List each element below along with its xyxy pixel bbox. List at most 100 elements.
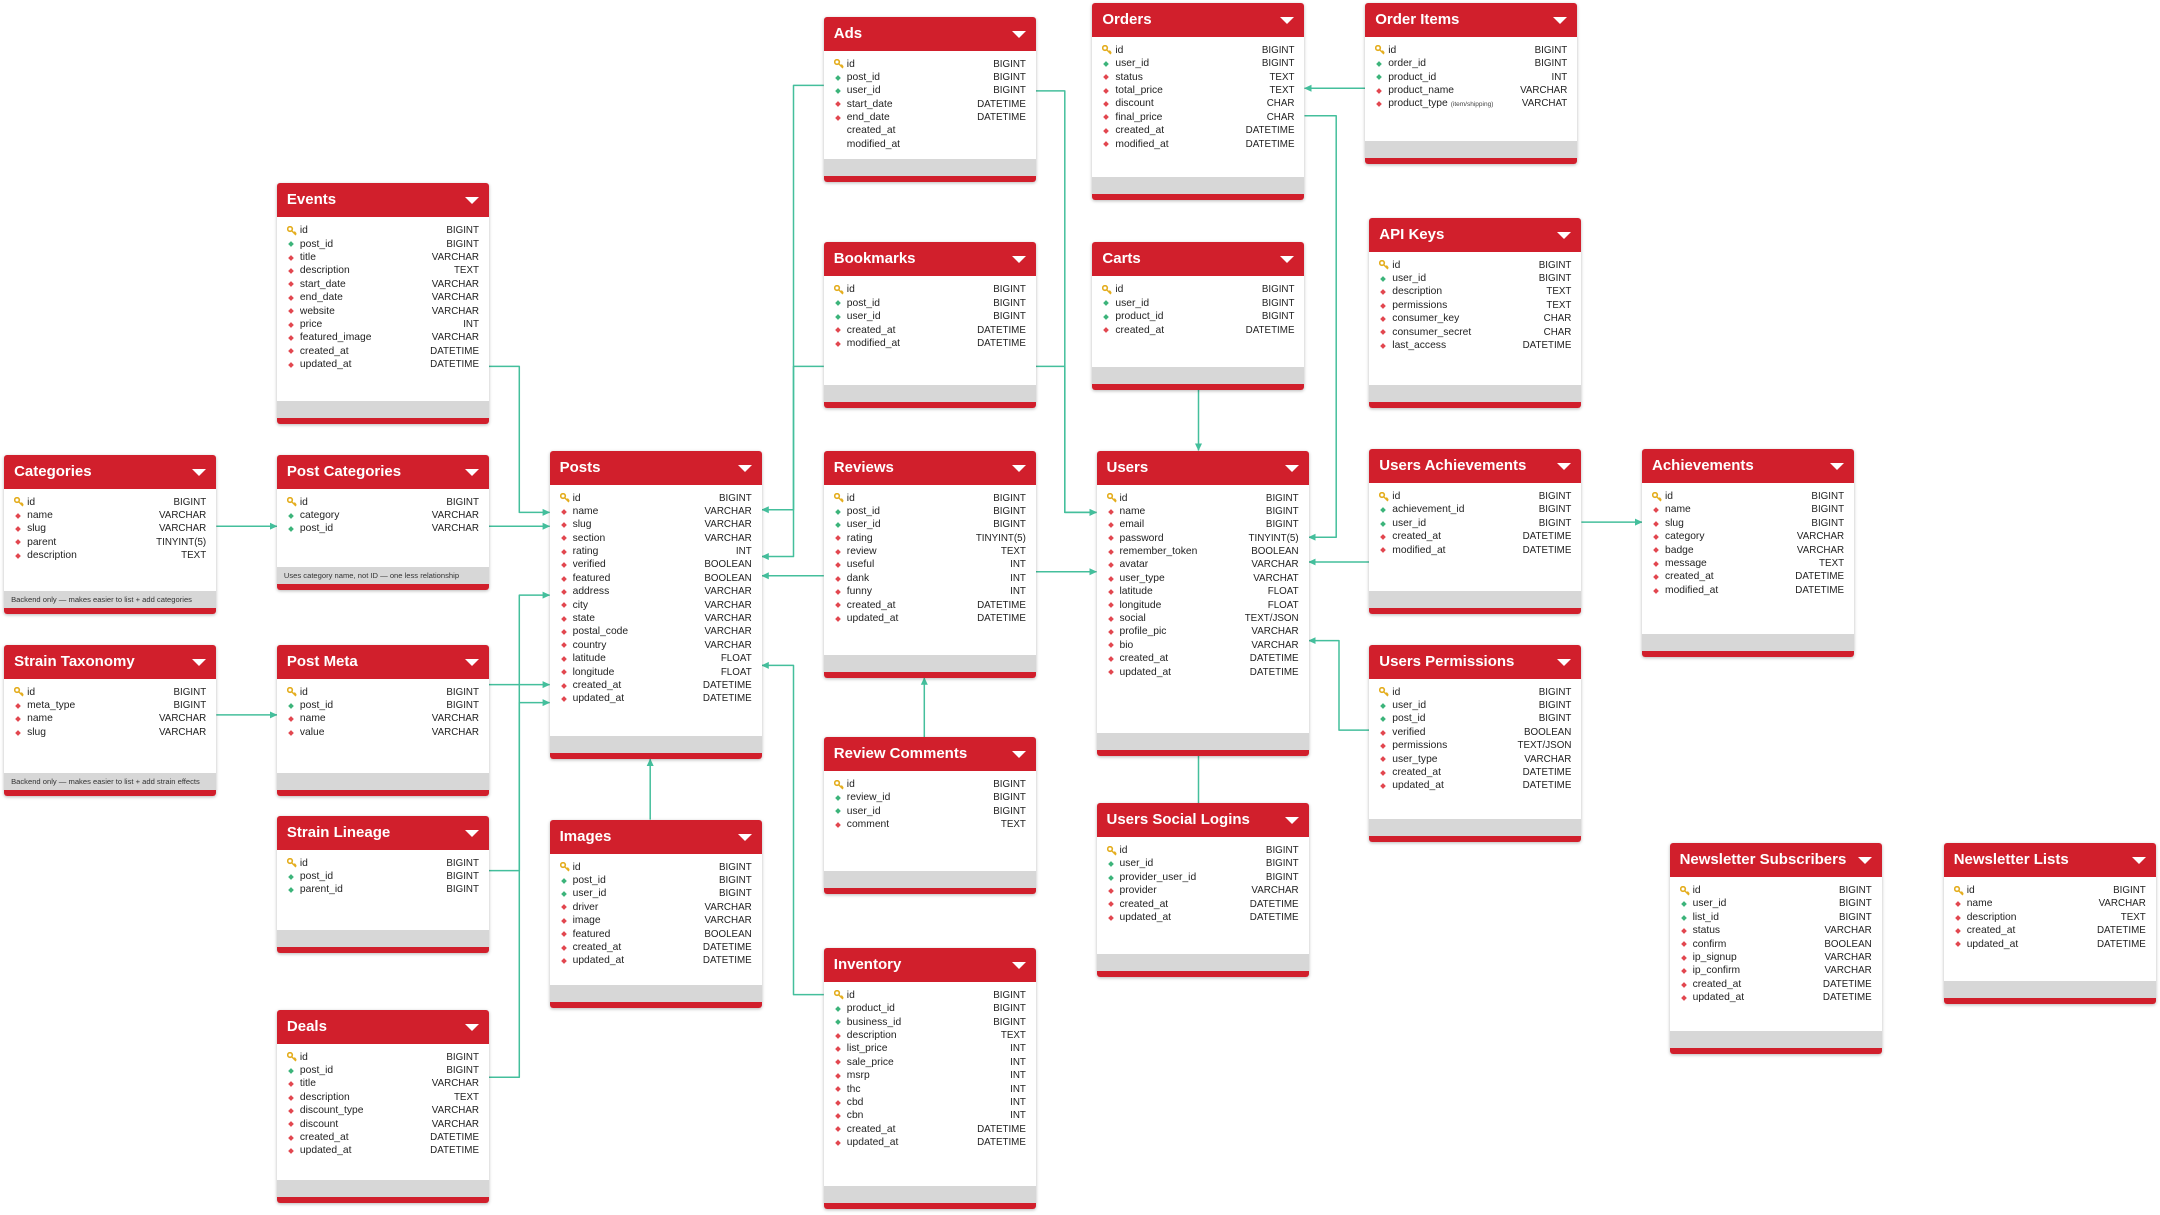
table-header[interactable]: Ads [823,16,1036,51]
table-header[interactable]: Events [276,183,489,218]
table-header[interactable]: Carts [1092,242,1305,277]
table-header[interactable]: Inventory [823,947,1036,982]
chevron-down-icon[interactable] [1857,857,1872,865]
table-header[interactable]: API Keys [1369,217,1582,252]
relation-line[interactable] [1308,637,1370,731]
chevron-down-icon[interactable] [464,829,479,837]
chevron-down-icon[interactable] [737,833,752,841]
chevron-down-icon[interactable] [1553,16,1568,24]
table-header[interactable]: Categories [4,454,217,489]
table-header[interactable]: Orders [1092,2,1305,37]
relation-line[interactable] [761,84,824,514]
chevron-down-icon[interactable] [1011,256,1026,264]
field-row[interactable]: product_type(item/shipping)VARCHAT [1375,97,1567,110]
chevron-down-icon[interactable] [1557,658,1572,666]
chevron-down-icon[interactable] [464,658,479,666]
chevron-down-icon[interactable] [1011,751,1026,758]
chevron-down-icon[interactable] [1011,30,1026,38]
table-header[interactable]: Post Categories [276,454,489,489]
relation-line[interactable] [1304,114,1337,541]
chevron-down-icon[interactable] [1011,961,1026,969]
relation-line[interactable] [489,591,551,686]
table-header[interactable]: Users Permissions [1369,644,1582,679]
chevron-down-icon[interactable] [2131,857,2146,865]
table-header[interactable]: Post Meta [276,644,489,679]
